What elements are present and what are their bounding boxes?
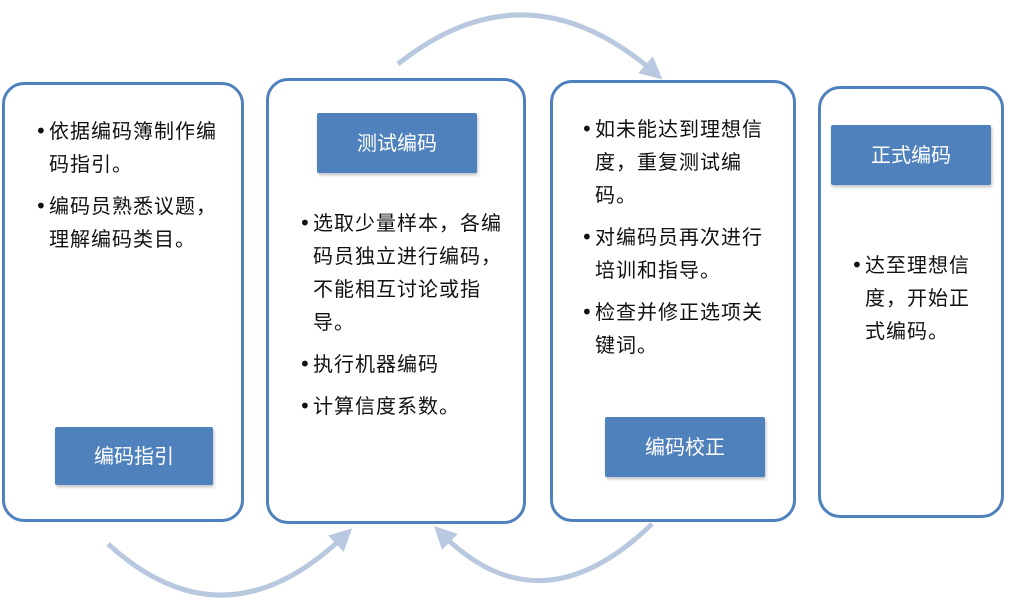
- bullet-item: 如未能达到理想信度，重复测试编码。: [581, 113, 779, 212]
- stage-label-formal: 正式编码: [831, 125, 991, 185]
- stage-card-test: 测试编码 选取少量样本，各编码员独立进行编码，不能相互讨论或指导。 执行机器编码…: [266, 78, 526, 524]
- stage-formal-bullets: 达至理想信度，开始正式编码。: [851, 249, 981, 357]
- arrow-stage2-to-stage3: [396, 12, 663, 80]
- stage-label-guide: 编码指引: [55, 427, 213, 485]
- arrow-stage1-to-stage2: [106, 528, 353, 598]
- bullet-item: 选取少量样本，各编码员独立进行编码，不能相互讨论或指导。: [299, 207, 513, 339]
- stage-label-correction: 编码校正: [605, 417, 765, 477]
- bullet-item: 计算信度系数。: [299, 390, 513, 423]
- stage-card-correction: 如未能达到理想信度，重复测试编码。 对编码员再次进行培训和指导。 检查并修正选项…: [550, 80, 796, 522]
- bullet-item: 依据编码簿制作编码指引。: [35, 115, 231, 181]
- bullet-item: 对编码员再次进行培训和指导。: [581, 221, 779, 287]
- bullet-item: 达至理想信度，开始正式编码。: [851, 249, 981, 348]
- stage-label-test: 测试编码: [317, 113, 477, 173]
- bullet-item: 编码员熟悉议题，理解编码类目。: [35, 190, 231, 256]
- arrow-stage3-to-stage2: [434, 522, 654, 584]
- bullet-item: 执行机器编码: [299, 348, 513, 381]
- stage-card-guide: 依据编码簿制作编码指引。 编码员熟悉议题，理解编码类目。 编码指引: [2, 82, 244, 522]
- stage-card-formal: 正式编码 达至理想信度，开始正式编码。: [818, 86, 1004, 518]
- bullet-item: 检查并修正选项关键词。: [581, 296, 779, 362]
- stage-correction-bullets: 如未能达到理想信度，重复测试编码。 对编码员再次进行培训和指导。 检查并修正选项…: [581, 113, 779, 371]
- stage-test-bullets: 选取少量样本，各编码员独立进行编码，不能相互讨论或指导。 执行机器编码 计算信度…: [299, 207, 513, 432]
- stage-guide-bullets: 依据编码簿制作编码指引。 编码员熟悉议题，理解编码类目。: [35, 115, 231, 265]
